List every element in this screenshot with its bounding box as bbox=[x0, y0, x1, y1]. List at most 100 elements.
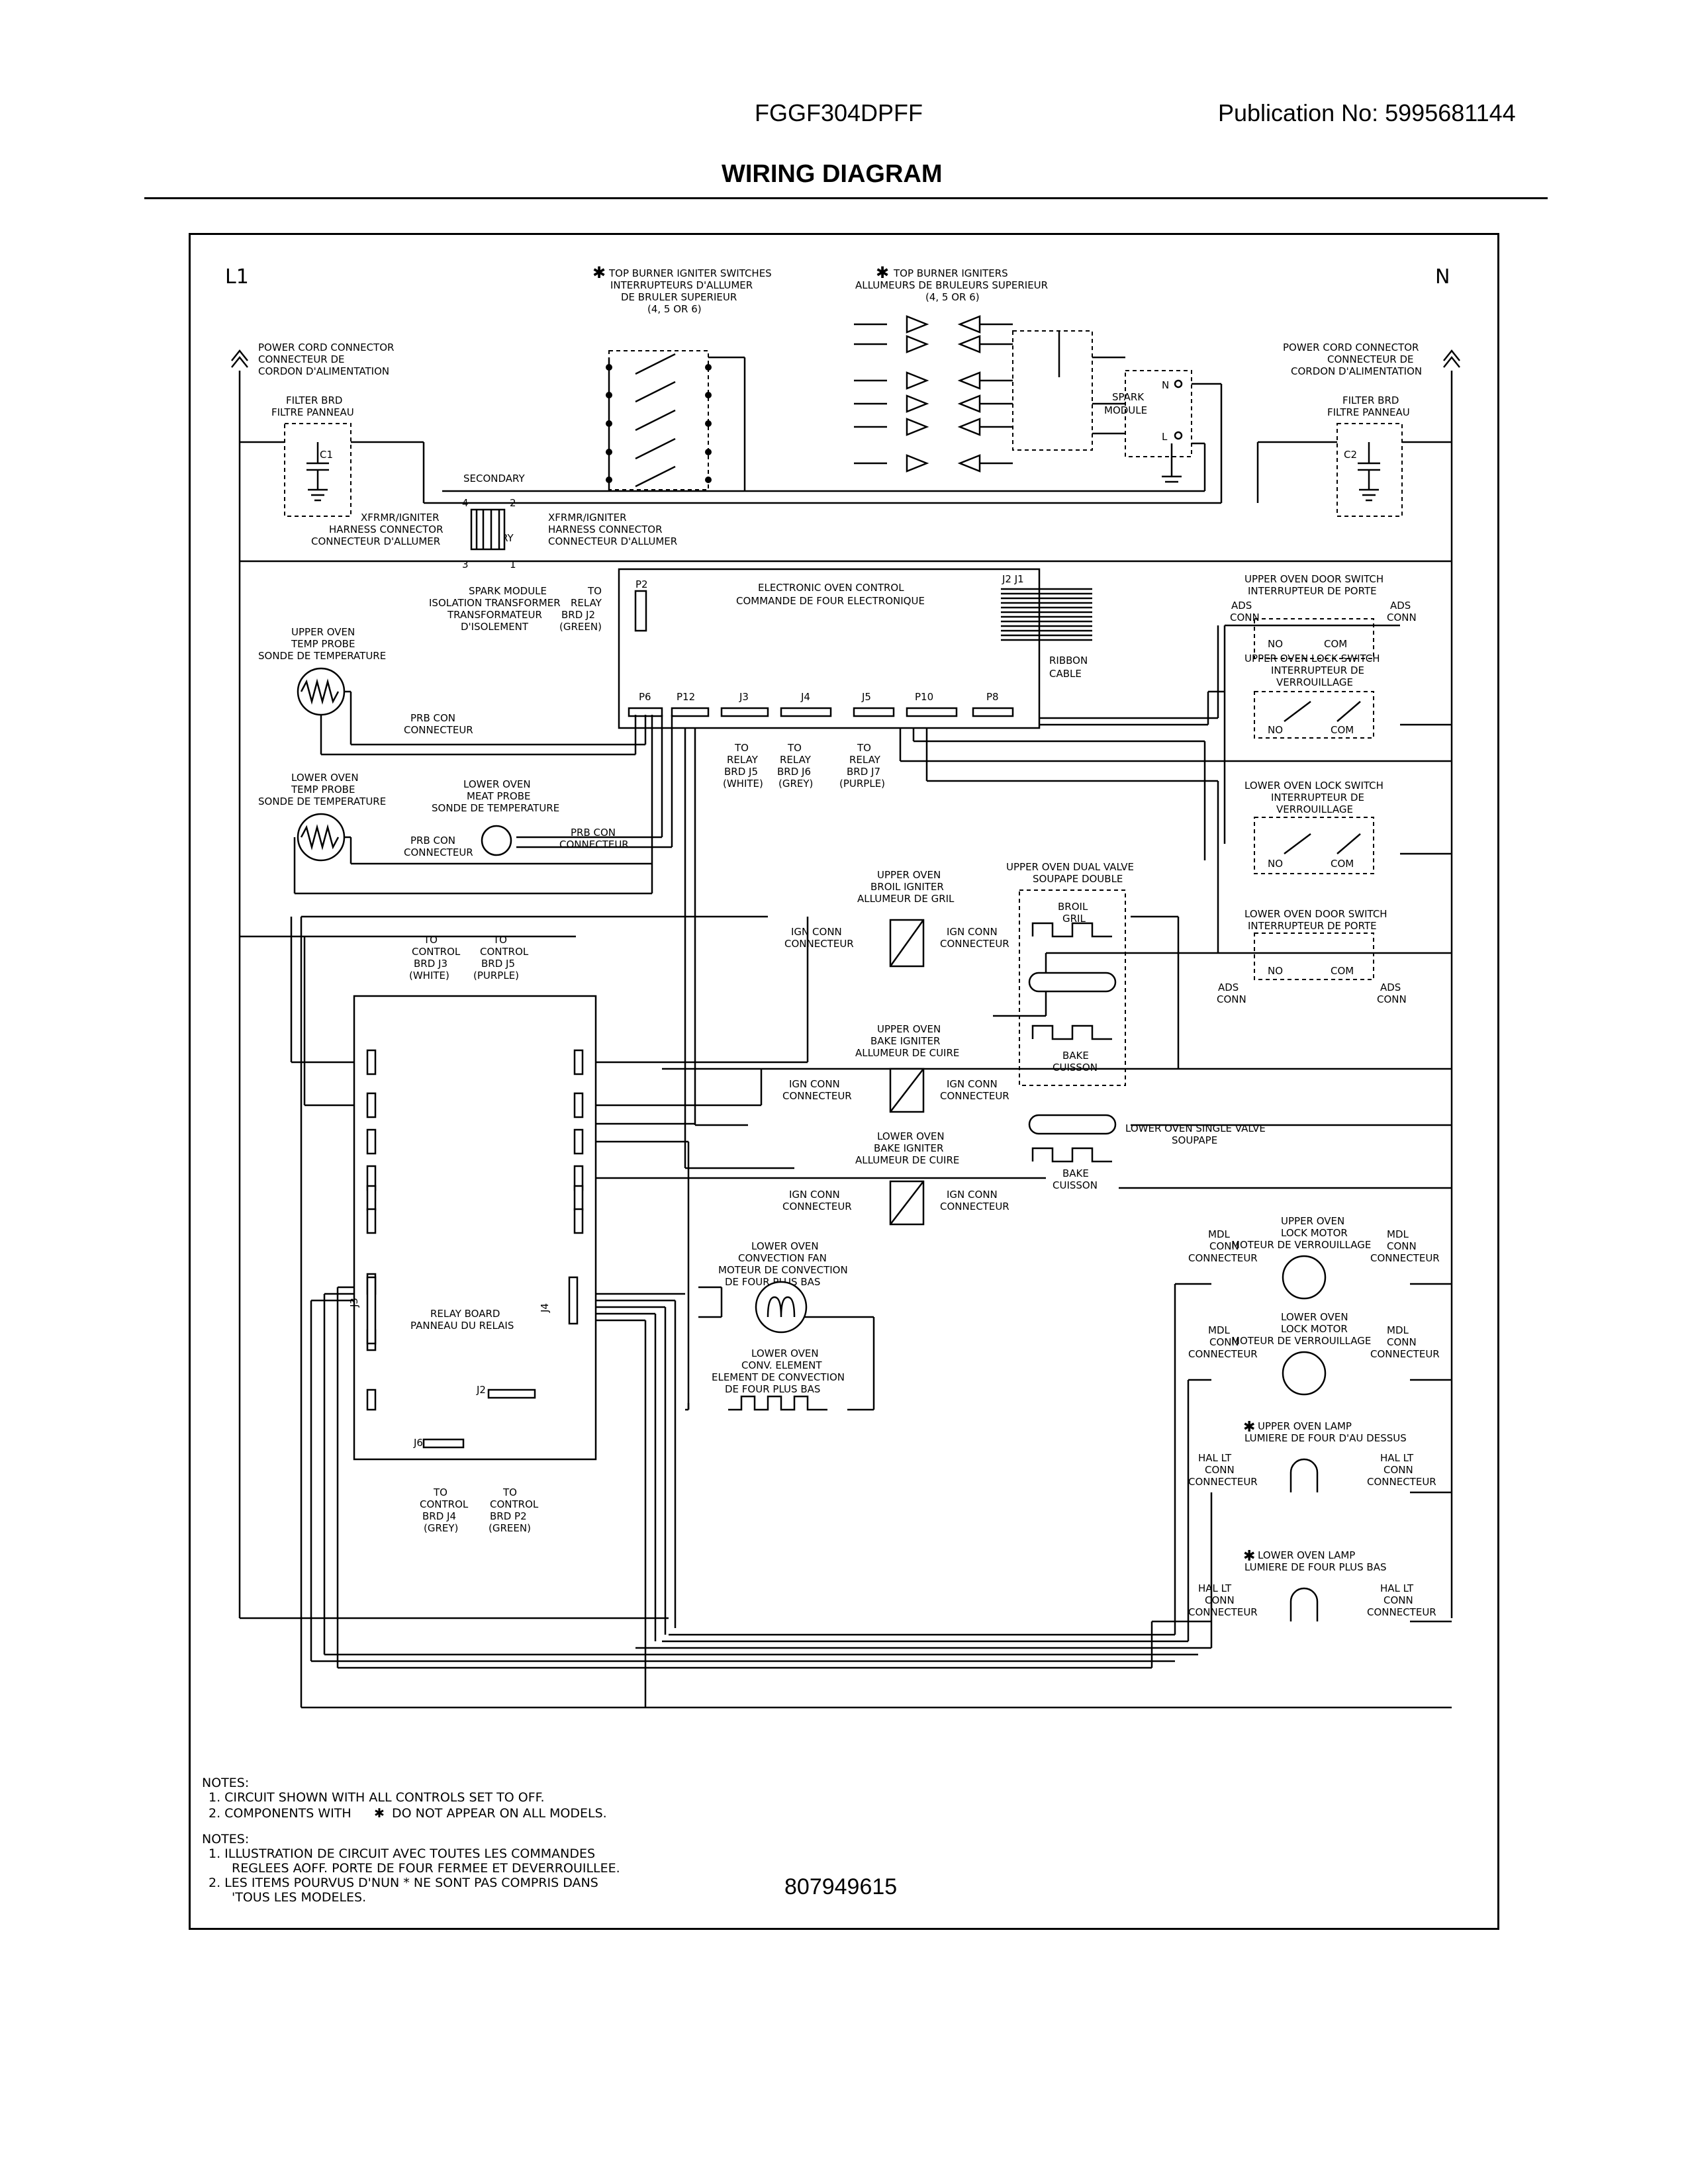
svg-text:'TOUS LES MODELES.: 'TOUS LES MODELES. bbox=[232, 1890, 366, 1905]
svg-text:SONDE DE TEMPERATURE: SONDE DE TEMPERATURE bbox=[432, 802, 559, 814]
svg-text:GRIL: GRIL bbox=[1062, 913, 1086, 925]
svg-text:CONTROL: CONTROL bbox=[420, 1498, 469, 1510]
svg-text:INTERRUPTEUR DE: INTERRUPTEUR DE bbox=[1271, 792, 1364, 803]
svg-text:LOWER OVEN DOOR SWITCH: LOWER OVEN DOOR SWITCH bbox=[1244, 908, 1387, 920]
svg-text:NOTES:: NOTES: bbox=[202, 1776, 249, 1790]
svg-text:UPPER OVEN: UPPER OVEN bbox=[291, 626, 355, 638]
svg-text:✱: ✱ bbox=[876, 263, 889, 282]
svg-text:ALLUMEUR DE GRIL: ALLUMEUR DE GRIL bbox=[857, 893, 955, 905]
relay-board: TO CONTROL BRD J3 (WHITE) TO CONTROL BRD… bbox=[348, 934, 597, 1534]
svg-text:INTERRUPTEUR DE PORTE: INTERRUPTEUR DE PORTE bbox=[1248, 585, 1377, 597]
svg-text:J2: J2 bbox=[476, 1384, 486, 1396]
lower-oven-lock-switch: LOWER OVEN LOCK SWITCH INTERRUPTEUR DE V… bbox=[1244, 780, 1383, 874]
svg-text:LOWER OVEN: LOWER OVEN bbox=[751, 1347, 819, 1359]
svg-text:J4: J4 bbox=[539, 1303, 551, 1313]
svg-text:TO: TO bbox=[734, 742, 749, 754]
svg-text:COM: COM bbox=[1324, 638, 1347, 650]
svg-text:LOWER OVEN: LOWER OVEN bbox=[751, 1240, 819, 1252]
svg-text:LOWER OVEN: LOWER OVEN bbox=[463, 778, 531, 790]
svg-text:BRD J5: BRD J5 bbox=[724, 766, 758, 778]
lower-oven-convection-element: LOWER OVEN CONV. ELEMENT ELEMENT DE CONV… bbox=[712, 1347, 845, 1411]
igniter-arrow bbox=[906, 315, 929, 334]
svg-text:DE FOUR PLUS BAS: DE FOUR PLUS BAS bbox=[725, 1383, 820, 1395]
igniter-arrow bbox=[906, 394, 929, 413]
svg-text:INTERRUPTEURS D'ALLUMER: INTERRUPTEURS D'ALLUMER bbox=[610, 279, 753, 291]
svg-text:CONNECTEUR: CONNECTEUR bbox=[1370, 1252, 1440, 1264]
svg-text:(WHITE): (WHITE) bbox=[409, 970, 449, 981]
svg-text:ELECTRONIC OVEN CONTROL: ELECTRONIC OVEN CONTROL bbox=[758, 582, 904, 594]
connector-header bbox=[853, 707, 895, 717]
svg-text:NO: NO bbox=[1268, 724, 1283, 736]
svg-text:DE FOUR PLUS BAS: DE FOUR PLUS BAS bbox=[725, 1276, 820, 1288]
svg-text:CONNECTEUR: CONNECTEUR bbox=[940, 938, 1009, 950]
upper-oven-lock-switch: UPPER OVEN LOCK SWITCH INTERRUPTEUR DE V… bbox=[1244, 653, 1380, 739]
svg-text:CONNECTEUR DE: CONNECTEUR DE bbox=[1327, 353, 1414, 365]
svg-text:(GREEN): (GREEN) bbox=[559, 621, 602, 633]
svg-text:J6: J6 bbox=[413, 1437, 423, 1449]
svg-text:IGN CONN: IGN CONN bbox=[947, 1078, 998, 1090]
igniter-arrow bbox=[906, 454, 929, 473]
svg-text:INTERRUPTEUR DE PORTE: INTERRUPTEUR DE PORTE bbox=[1248, 920, 1377, 932]
page-title: WIRING DIAGRAM bbox=[722, 160, 943, 188]
svg-text:ALLUMEUR DE CUIRE: ALLUMEUR DE CUIRE bbox=[855, 1154, 959, 1166]
svg-text:TO: TO bbox=[502, 1486, 517, 1498]
svg-text:RELAY: RELAY bbox=[780, 754, 812, 766]
svg-text:CONN: CONN bbox=[1387, 1336, 1417, 1348]
igniter-arrow bbox=[906, 335, 929, 353]
svg-text:XFRMR/IGNITER: XFRMR/IGNITER bbox=[548, 512, 627, 523]
svg-text:MODULE: MODULE bbox=[1104, 404, 1147, 416]
svg-text:CONNECTEUR DE: CONNECTEUR DE bbox=[258, 353, 345, 365]
lower-oven-lamp: ✱ LOWER OVEN LAMP LUMIERE DE FOUR PLUS B… bbox=[1188, 1548, 1436, 1621]
notes-english: NOTES: 1. CIRCUIT SHOWN WITH ALL CONTROL… bbox=[202, 1776, 607, 1821]
svg-text:CONN: CONN bbox=[1205, 1464, 1235, 1476]
svg-text:ADS: ADS bbox=[1218, 981, 1239, 993]
svg-text:TO: TO bbox=[423, 934, 438, 946]
svg-text:BAKE: BAKE bbox=[1062, 1050, 1089, 1062]
svg-text:LUMIERE DE FOUR PLUS BAS: LUMIERE DE FOUR PLUS BAS bbox=[1244, 1561, 1387, 1573]
svg-text:CONV. ELEMENT: CONV. ELEMENT bbox=[741, 1359, 822, 1371]
svg-text:TEMP PROBE: TEMP PROBE bbox=[291, 784, 355, 796]
svg-text:CONN: CONN bbox=[1383, 1594, 1413, 1606]
svg-text:ALLUMEUR DE CUIRE: ALLUMEUR DE CUIRE bbox=[855, 1047, 959, 1059]
n-label: N bbox=[1435, 265, 1450, 289]
svg-text:FILTRE PANNEAU: FILTRE PANNEAU bbox=[271, 406, 354, 418]
notes-french: NOTES: 1. ILLUSTRATION DE CIRCUIT AVEC T… bbox=[202, 1832, 620, 1905]
svg-text:L: L bbox=[1162, 431, 1168, 443]
svg-text:CONTROL: CONTROL bbox=[480, 946, 529, 958]
svg-text:SPARK: SPARK bbox=[1112, 391, 1145, 403]
svg-text:CONNECTEUR: CONNECTEUR bbox=[559, 839, 629, 850]
svg-text:CONNECTEUR: CONNECTEUR bbox=[1188, 1252, 1258, 1264]
svg-text:FILTRE PANNEAU: FILTRE PANNEAU bbox=[1327, 406, 1410, 418]
header-rule bbox=[144, 197, 1548, 199]
svg-text:P12: P12 bbox=[677, 691, 695, 703]
upper-oven-dual-valve: UPPER OVEN DUAL VALVE SOUPAPE DOUBLE BRO… bbox=[1006, 861, 1134, 1086]
connector-header bbox=[671, 707, 710, 717]
spark-isolation-transformer: SECONDARY PRIMARY 4 2 3 1 XFRMR/IGNITER … bbox=[311, 473, 677, 633]
svg-text:CONNECTEUR: CONNECTEUR bbox=[782, 1201, 852, 1212]
relay-pin bbox=[573, 1092, 584, 1118]
igniter-arrow bbox=[957, 371, 981, 390]
svg-text:HARNESS CONNECTOR: HARNESS CONNECTOR bbox=[329, 523, 444, 535]
svg-text:J3: J3 bbox=[348, 1298, 360, 1308]
svg-text:1. CIRCUIT SHOWN WITH ALL CON: 1. CIRCUIT SHOWN WITH ALL CONTROLS SET T… bbox=[209, 1790, 545, 1805]
svg-text:PANNEAU DU RELAIS: PANNEAU DU RELAIS bbox=[410, 1320, 514, 1332]
svg-text:TO: TO bbox=[857, 742, 871, 754]
svg-text:ALLUMEURS DE BRULEURS SUPERIEU: ALLUMEURS DE BRULEURS SUPERIEUR bbox=[855, 279, 1048, 291]
svg-text:J5: J5 bbox=[861, 691, 871, 703]
svg-text:COM: COM bbox=[1331, 858, 1354, 870]
svg-text:DO NOT APPEAR ON ALL MODELS.: DO NOT APPEAR ON ALL MODELS. bbox=[392, 1806, 607, 1821]
svg-text:(GREEN): (GREEN) bbox=[489, 1522, 531, 1534]
relay-pin bbox=[366, 1388, 377, 1411]
svg-text:MEAT PROBE: MEAT PROBE bbox=[467, 790, 531, 802]
svg-text:MDL: MDL bbox=[1208, 1228, 1230, 1240]
svg-text:CONNECTEUR: CONNECTEUR bbox=[1367, 1606, 1436, 1618]
svg-text:1. ILLUSTRATION DE CIRCUIT AV: 1. ILLUSTRATION DE CIRCUIT AVEC TOUTES L… bbox=[209, 1846, 595, 1861]
relay-pin bbox=[366, 1049, 377, 1075]
lower-oven-single-valve: LOWER OVEN SINGLE VALVE SOUPAPE BAKE CUI… bbox=[1028, 1114, 1266, 1191]
svg-text:SPARK MODULE: SPARK MODULE bbox=[469, 585, 547, 597]
svg-text:CONNECTEUR: CONNECTEUR bbox=[404, 846, 473, 858]
svg-text:2. LES ITEMS POURVUS D'NUN *: 2. LES ITEMS POURVUS D'NUN * NE SONT PAS… bbox=[209, 1876, 598, 1890]
svg-text:HARNESS CONNECTOR: HARNESS CONNECTOR bbox=[548, 523, 663, 535]
svg-text:PRB CON: PRB CON bbox=[410, 835, 455, 846]
svg-text:P2: P2 bbox=[635, 578, 648, 590]
